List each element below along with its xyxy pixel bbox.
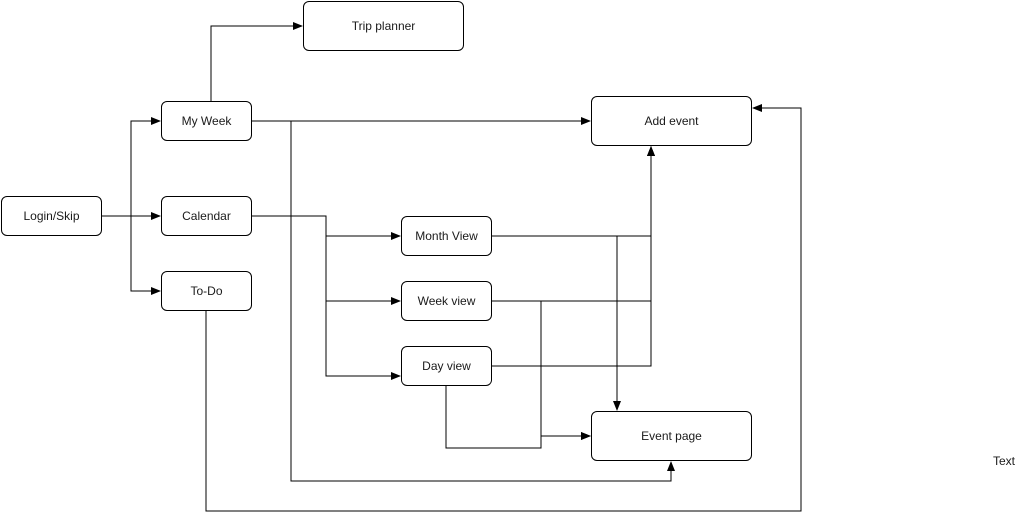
node-calendar[interactable]: Calendar	[161, 196, 252, 236]
edge-my-week-to-event-page[interactable]	[252, 120, 675, 482]
edge-month-view-to-event-page[interactable]	[492, 235, 621, 411]
edge-calendar-to-day-view[interactable]	[252, 215, 401, 380]
node-week-view-label: Week view	[417, 294, 476, 308]
node-week-view[interactable]: Week view	[401, 281, 492, 321]
node-trip-planner[interactable]: Trip planner	[303, 1, 464, 51]
free-text-label[interactable]: Text	[993, 454, 1016, 468]
node-month-view[interactable]: Month View	[401, 216, 492, 256]
node-day-view-label: Day view	[422, 359, 471, 373]
node-my-week-label: My Week	[181, 114, 232, 128]
node-todo[interactable]: To-Do	[161, 271, 252, 311]
edge-day-view-to-add-event[interactable]	[492, 146, 655, 367]
node-trip-planner-label: Trip planner	[351, 19, 416, 33]
node-add-event-label: Add event	[644, 114, 699, 128]
node-event-page[interactable]: Event page	[591, 411, 752, 461]
edge-week-view-to-add-event[interactable]	[492, 146, 655, 302]
edge-month-view-to-add-event[interactable]	[492, 146, 655, 237]
node-day-view[interactable]: Day view	[401, 346, 492, 386]
edge-week-view-to-event-page[interactable]	[492, 300, 591, 440]
node-calendar-label: Calendar	[182, 209, 231, 223]
node-add-event[interactable]: Add event	[591, 96, 752, 146]
node-event-page-label: Event page	[641, 429, 702, 443]
node-my-week[interactable]: My Week	[161, 101, 252, 141]
node-todo-label: To-Do	[190, 284, 223, 298]
node-login-skip-label: Login/Skip	[23, 209, 80, 223]
edge-day-view-to-event-page[interactable]	[445, 386, 591, 449]
node-login-skip[interactable]: Login/Skip	[1, 196, 102, 236]
edge-login-skip-to-todo[interactable]	[102, 215, 161, 295]
edge-todo-to-add-event[interactable]	[205, 104, 802, 512]
edge-login-skip-to-my-week[interactable]	[102, 117, 161, 217]
node-month-view-label: Month View	[415, 229, 478, 243]
edge-my-week-to-trip-planner[interactable]	[210, 22, 303, 101]
